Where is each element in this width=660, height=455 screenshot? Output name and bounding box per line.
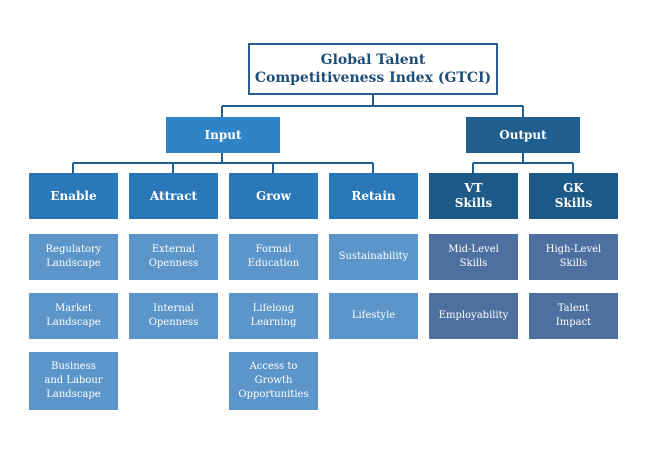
item-external-openness: External Openness [129,234,218,280]
item-high-level-skills: High-Level Skills [529,234,618,280]
pillar-retain: Retain [329,173,418,219]
diagram-title: Global Talent Competitiveness Index (GTC… [248,43,498,95]
item-regulatory-landscape: Regulatory Landscape [29,234,118,280]
item-mid-level-skills: Mid-Level Skills [429,234,518,280]
pillar-attract: Attract [129,173,218,219]
item-employability: Employability [429,293,518,339]
item-access-growth-opportunities: Access to Growth Opportunities [229,352,318,410]
pillar-vt-skills: VT Skills [429,173,518,219]
input-node: Input [166,117,280,153]
pillar-enable: Enable [29,173,118,219]
item-sustainability: Sustainability [329,234,418,280]
item-formal-education: Formal Education [229,234,318,280]
item-talent-impact: Talent Impact [529,293,618,339]
item-lifelong-learning: Lifelong Learning [229,293,318,339]
pillar-gk-skills: GK Skills [529,173,618,219]
output-node: Output [466,117,580,153]
pillar-grow: Grow [229,173,318,219]
item-business-labour-landscape: Business and Labour Landscape [29,352,118,410]
item-market-landscape: Market Landscape [29,293,118,339]
item-internal-openness: Internal Openness [129,293,218,339]
item-lifestyle: Lifestyle [329,293,418,339]
